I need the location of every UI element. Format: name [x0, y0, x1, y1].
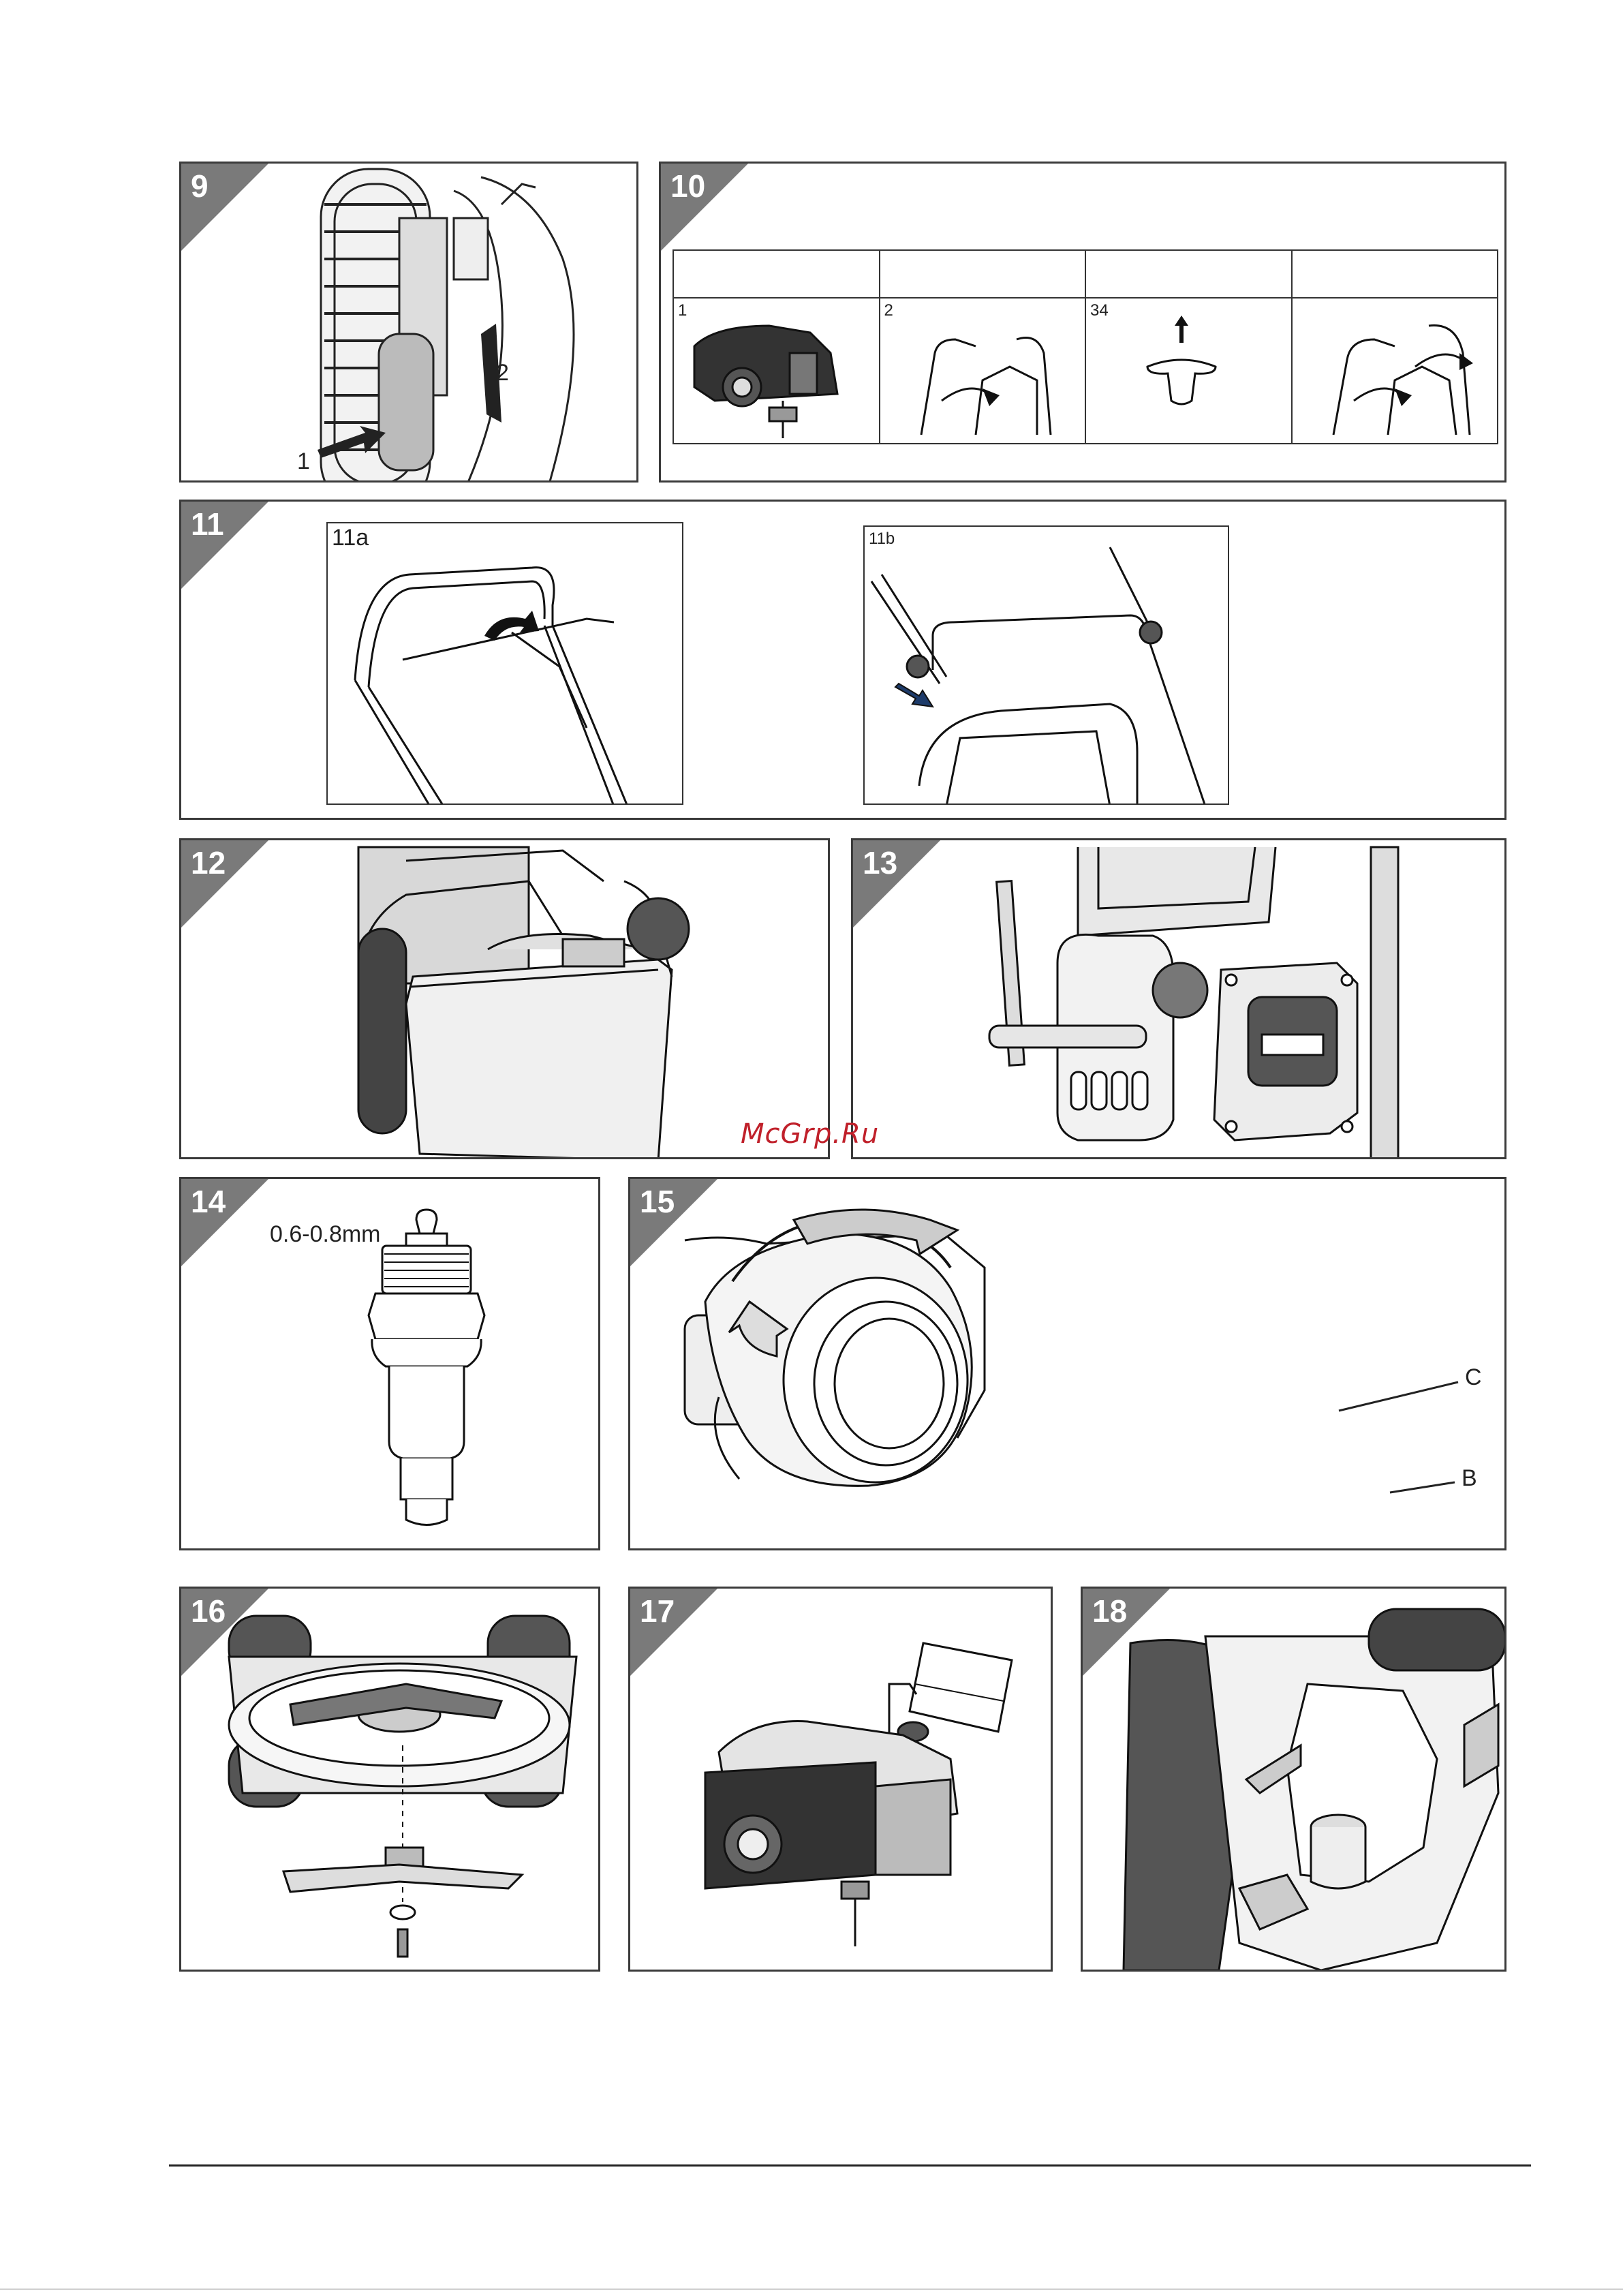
callout-1: 1	[297, 448, 310, 475]
page-bottom-edge	[0, 2289, 1623, 2290]
oil-filling-illustration	[630, 1589, 1053, 1972]
air-filter-cover-illustration	[630, 1179, 1506, 1550]
step-badge: 11	[181, 502, 277, 597]
handle-unfold-icon	[1293, 299, 1497, 444]
figure-panel-10: 1 2	[659, 162, 1506, 483]
figure-panel-14: 0.6-0.8mm 14	[179, 1177, 600, 1550]
blade-removal-illustration	[181, 1589, 600, 1972]
callout-2: 2	[496, 360, 509, 386]
engine-icon	[674, 299, 878, 444]
figure-panel-18: 18	[1081, 1587, 1506, 1972]
figure-panel-15: C B 15	[628, 1177, 1506, 1550]
figure-panel-11: 11a 11b	[179, 500, 1506, 820]
handle-fold-icon	[880, 299, 1085, 444]
spark-plug-illustration	[181, 1179, 600, 1550]
t-handle-icon	[1086, 299, 1290, 444]
handle-lever-illustration	[328, 523, 683, 805]
step-badge: 10	[661, 164, 756, 259]
discharge-flap-illustration	[1083, 1589, 1506, 1972]
figure-panel-13: 13	[851, 838, 1506, 1159]
figure-panel-17: 17	[628, 1587, 1053, 1972]
handle-assembly-steps-table: 1 2	[673, 249, 1498, 444]
grass-bag-illustration	[181, 840, 830, 1159]
watermark-text: McGrp.Ru	[741, 1118, 879, 1150]
subfigure-11b: 11b	[863, 525, 1229, 805]
callout-b: B	[1462, 1465, 1477, 1492]
subfigure-11a: 11a	[326, 522, 683, 805]
footer-rule	[169, 2164, 1531, 2167]
step-cell-1: 1	[673, 298, 880, 444]
spark-plug-wrench-illustration	[853, 840, 1506, 1159]
step-cell-2: 2	[880, 298, 1086, 444]
callout-c: C	[1465, 1364, 1482, 1391]
step-cell-4	[1292, 298, 1498, 444]
step-cell-3: 34	[1085, 298, 1292, 444]
figure-panel-12: 12	[179, 838, 830, 1159]
handle-knob-illustration	[865, 527, 1229, 805]
figure-panel-9: 1 2 9	[179, 162, 638, 483]
figure-panel-16: 16	[179, 1587, 600, 1972]
wheel-height-adjust-illustration	[181, 164, 638, 483]
